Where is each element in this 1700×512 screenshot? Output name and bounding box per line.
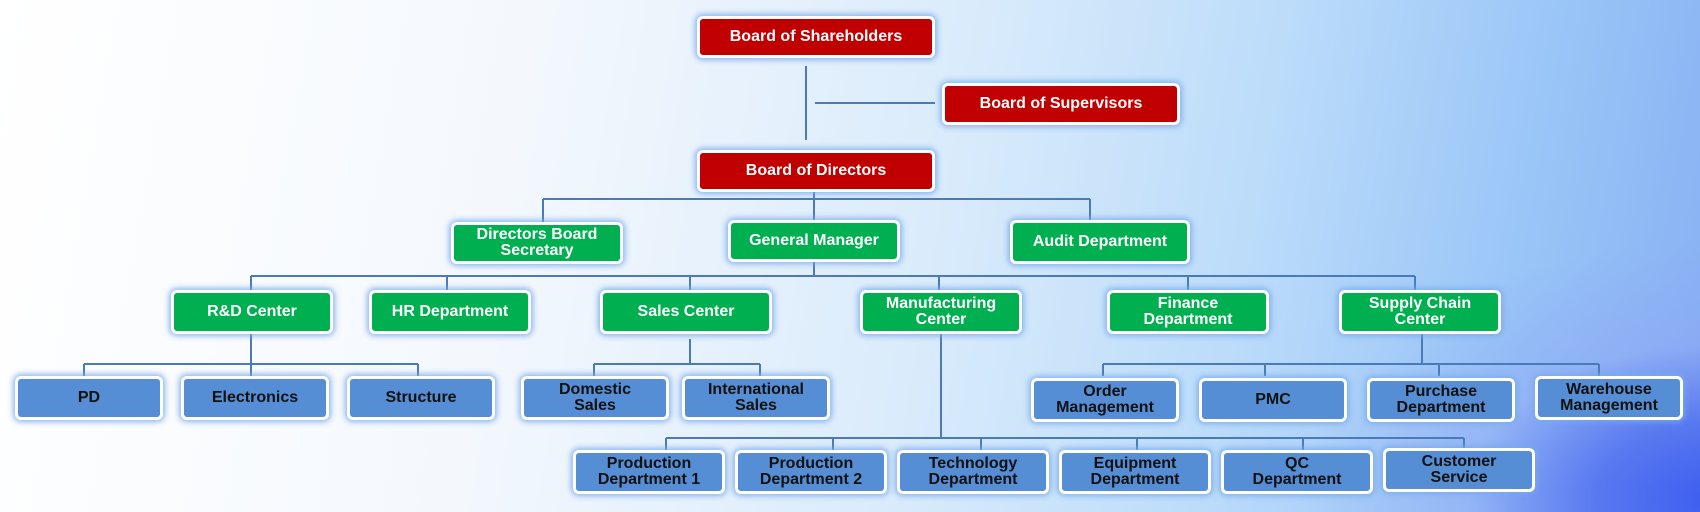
supply-chain-center: Supply Chain Center [1339,290,1501,334]
qc-department: QC Department [1221,450,1373,494]
link-sales-bus [593,339,761,376]
audit-department: Audit Department [1010,220,1190,264]
technology-department: Technology Department [897,450,1049,494]
purchase-department: Purchase Department [1367,378,1515,422]
sales-center: Sales Center [600,290,772,334]
equipment-department: Equipment Department [1059,450,1211,494]
board-of-directors: Board of Directors [697,150,935,192]
board-of-supervisors: Board of Supervisors [942,83,1180,125]
structure: Structure [347,376,495,420]
production-department-1: Production Department 1 [573,450,725,494]
board-of-shareholders: Board of Shareholders [697,16,935,58]
link-supply-bus [1102,334,1600,376]
pmc: PMC [1199,378,1347,422]
link-directors-bus [542,192,1091,222]
domestic-sales: Domestic Sales [521,376,669,420]
electronics: Electronics [181,376,329,420]
order-management: Order Management [1031,378,1179,422]
finance-department: Finance Department [1107,290,1269,334]
pd: PD [15,376,163,420]
general-manager: General Manager [728,220,900,262]
link-mfg-bus [665,334,1465,450]
customer-service: Customer Service [1383,448,1535,492]
production-department-2: Production Department 2 [735,450,887,494]
manufacturing-center: Manufacturing Center [860,290,1022,334]
directors-board-secretary: Directors Board Secretary [451,222,623,264]
warehouse-management: Warehouse Management [1535,376,1683,420]
hr-department: HR Department [369,290,531,334]
link-gm-bus [250,262,1416,290]
rd-center: R&D Center [171,290,333,334]
international-sales: International Sales [682,376,830,420]
link-rd-bus [83,334,419,376]
